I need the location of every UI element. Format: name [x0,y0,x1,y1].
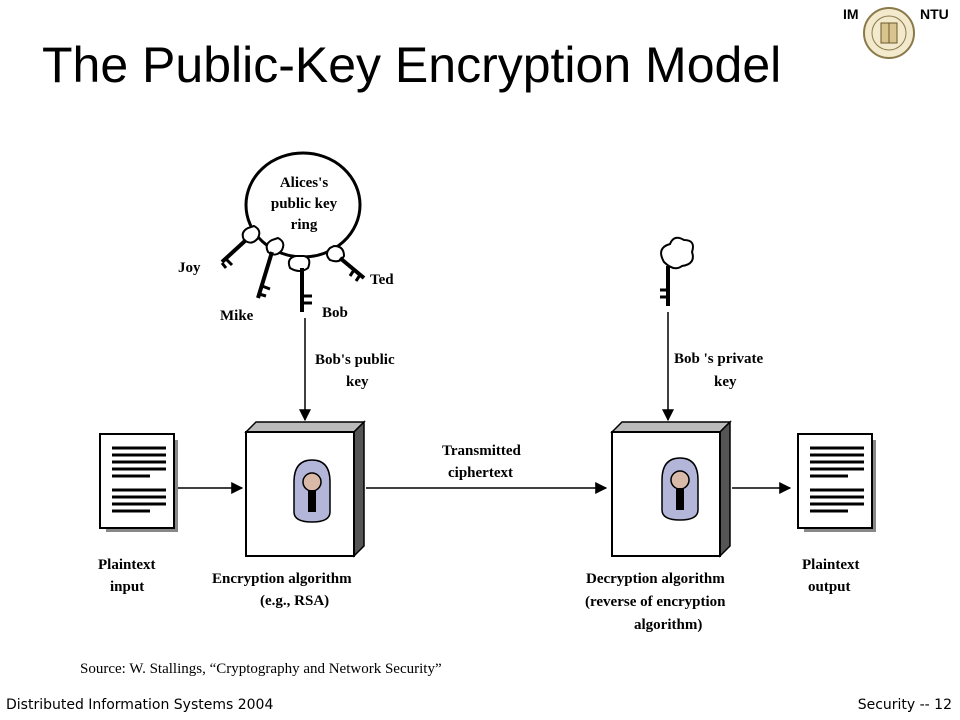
lock-icon [661,457,699,521]
encryption-label-line1: Encryption algorithm [212,571,352,587]
encryption-label-line2: (e.g., RSA) [260,593,329,609]
lock-icon [293,459,331,523]
private-key-icon [660,236,694,306]
source-citation: Source: W. Stallings, “Cryptography and … [80,661,442,677]
key-ring: Alices's public key ring [244,151,362,259]
channel-label-line1: Transmitted [442,443,522,459]
channel-label-line2: ciphertext [448,465,513,481]
key-holder-ted: Ted [370,272,394,288]
slide-title: The Public-Key Encryption Model [42,37,782,93]
decryption-box [610,420,732,558]
decryption-label-line1: Decryption algorithm [586,571,725,587]
mike-key-icon [256,236,285,299]
ring-label-line2: public key [271,196,338,212]
public-key-label-line2: key [346,374,369,390]
key-holder-joy: Joy [178,260,201,276]
decryption-label-line3: algorithm) [634,617,702,633]
private-key-label-line2: key [714,374,737,390]
input-label-line1: Plaintext [98,557,156,573]
decryption-label-line2: (reverse of encryption [585,594,726,610]
university-seal-icon [863,7,915,59]
plaintext-input-document-icon [99,433,178,532]
key-holder-mike: Mike [220,308,254,324]
input-label-line2: input [110,579,144,595]
header-ntu: NTU [920,6,949,22]
footer-slide-number: Security -- 12 [857,697,952,713]
joy-key-icon [220,224,261,269]
encryption-box [244,420,366,558]
output-label-line1: Plaintext [802,557,860,573]
footer-course: Distributed Information Systems 2004 [6,697,274,713]
key-holder-bob: Bob [322,305,348,321]
plaintext-output-document-icon [797,433,876,532]
private-key-label-line1: Bob 's private [674,351,764,367]
bob-key-icon [287,255,312,312]
header-im: IM [843,6,859,22]
public-key-label-line1: Bob's public [315,352,395,368]
output-label-line2: output [808,579,851,595]
ring-label-line3: ring [291,217,318,233]
ted-key-icon [326,244,366,282]
ring-label-line1: Alices's [280,175,328,191]
